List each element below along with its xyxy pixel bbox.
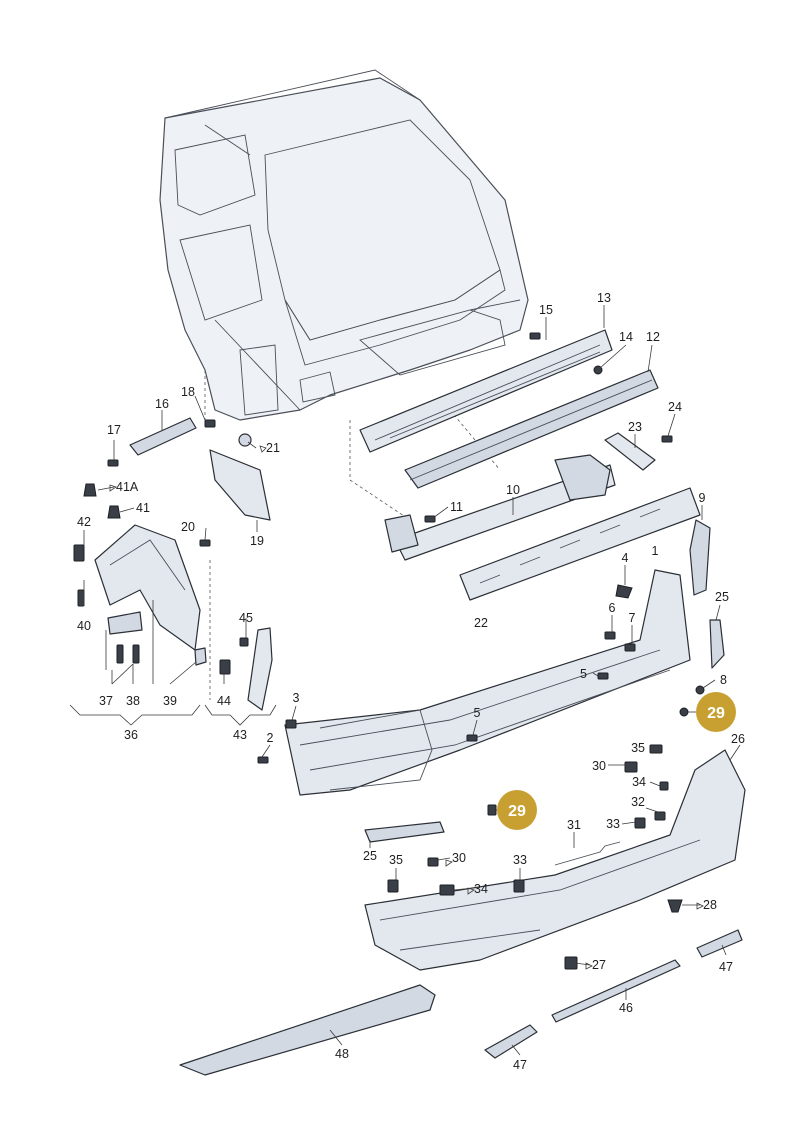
label-24[interactable]: 24	[668, 400, 682, 414]
label-45[interactable]: 45	[239, 611, 253, 625]
label-14[interactable]: 14	[619, 330, 633, 344]
label-20[interactable]: 20	[181, 520, 195, 534]
label-31[interactable]: 31	[567, 818, 581, 832]
label-39[interactable]: 39	[163, 694, 177, 708]
label-26[interactable]: 26	[731, 732, 745, 746]
highlight-29-left-text: 29	[508, 803, 526, 820]
label-15[interactable]: 15	[539, 303, 553, 317]
guide-lines	[204, 370, 501, 700]
part-16	[129, 417, 197, 456]
label-33-right[interactable]: 33	[606, 817, 620, 831]
vehicle-rear-body	[159, 69, 529, 421]
label-46[interactable]: 46	[619, 1001, 633, 1015]
lower-absorber	[459, 487, 701, 601]
bracket-23	[604, 432, 656, 471]
part-31	[554, 841, 621, 866]
trim-25-right	[709, 619, 725, 669]
label-36[interactable]: 36	[124, 728, 138, 742]
part-labels: 13 15 14 12 18 16 24 17 23 21 41A 10 9 4…	[77, 291, 745, 1072]
highlight-badge-29-left[interactable]: 29	[497, 790, 537, 830]
rear-diffuser	[179, 984, 436, 1076]
label-13[interactable]: 13	[597, 291, 611, 305]
trim-25-lower	[364, 821, 445, 843]
label-5-right[interactable]: 5	[580, 667, 587, 681]
label-16[interactable]: 16	[155, 397, 169, 411]
label-33-lower[interactable]: 33	[513, 853, 527, 867]
trim-9	[689, 519, 711, 596]
group-brace-43	[204, 704, 277, 726]
impact-absorber-upper	[359, 329, 613, 453]
crossmember-bar	[404, 369, 659, 489]
highlight-badge-29-right[interactable]: 29	[696, 692, 736, 732]
label-44[interactable]: 44	[217, 694, 231, 708]
hardware	[73, 332, 705, 970]
label-22[interactable]: 22	[474, 616, 488, 630]
label-34-right[interactable]: 34	[632, 775, 646, 789]
group-brace-36	[69, 704, 201, 726]
arrowheads	[109, 445, 704, 970]
bumper-bracket	[384, 454, 616, 561]
bumper-inner-frame	[284, 569, 691, 796]
label-10[interactable]: 10	[506, 483, 520, 497]
label-8[interactable]: 8	[720, 673, 727, 687]
label-30-lower[interactable]: 30	[452, 851, 466, 865]
label-4[interactable]: 4	[622, 551, 629, 565]
bumper-cover	[364, 749, 746, 971]
label-25-right[interactable]: 25	[715, 590, 729, 604]
label-32[interactable]: 32	[631, 795, 645, 809]
label-43[interactable]: 43	[233, 728, 247, 742]
label-34-lower[interactable]: 34	[474, 882, 488, 896]
label-47-right[interactable]: 47	[719, 960, 733, 974]
label-35-right[interactable]: 35	[631, 741, 645, 755]
reflector-47-lower	[484, 1024, 538, 1059]
label-3[interactable]: 3	[293, 691, 300, 705]
label-41[interactable]: 41	[136, 501, 150, 515]
label-17[interactable]: 17	[107, 423, 121, 437]
label-7[interactable]: 7	[629, 611, 636, 625]
trim-strip-46	[551, 959, 681, 1023]
part-19	[209, 449, 271, 521]
mud-flap	[247, 627, 273, 711]
label-12[interactable]: 12	[646, 330, 660, 344]
label-35-lower[interactable]: 35	[389, 853, 403, 867]
label-47-lower[interactable]: 47	[513, 1058, 527, 1072]
label-48[interactable]: 48	[335, 1047, 349, 1061]
label-28[interactable]: 28	[703, 898, 717, 912]
label-1[interactable]: 1	[652, 544, 659, 558]
label-21[interactable]: 21	[266, 441, 280, 455]
label-6[interactable]: 6	[609, 601, 616, 615]
label-25-lower[interactable]: 25	[363, 849, 377, 863]
label-11[interactable]: 11	[450, 500, 463, 514]
part-39	[194, 647, 207, 666]
label-41A[interactable]: 41A	[116, 480, 139, 494]
label-2[interactable]: 2	[267, 731, 274, 745]
label-40[interactable]: 40	[77, 619, 91, 633]
leader-lines	[83, 305, 741, 1056]
reflector-47-upper	[696, 929, 743, 958]
label-30-right[interactable]: 30	[592, 759, 606, 773]
label-5[interactable]: 5	[474, 706, 481, 720]
label-38[interactable]: 38	[126, 694, 140, 708]
label-9[interactable]: 9	[699, 491, 706, 505]
label-19[interactable]: 19	[250, 534, 264, 548]
label-37[interactable]: 37	[99, 694, 113, 708]
highlight-29-right-text: 29	[707, 705, 725, 722]
label-27[interactable]: 27	[592, 958, 606, 972]
label-18[interactable]: 18	[181, 385, 195, 399]
label-42[interactable]: 42	[77, 515, 91, 529]
label-23[interactable]: 23	[628, 420, 642, 434]
